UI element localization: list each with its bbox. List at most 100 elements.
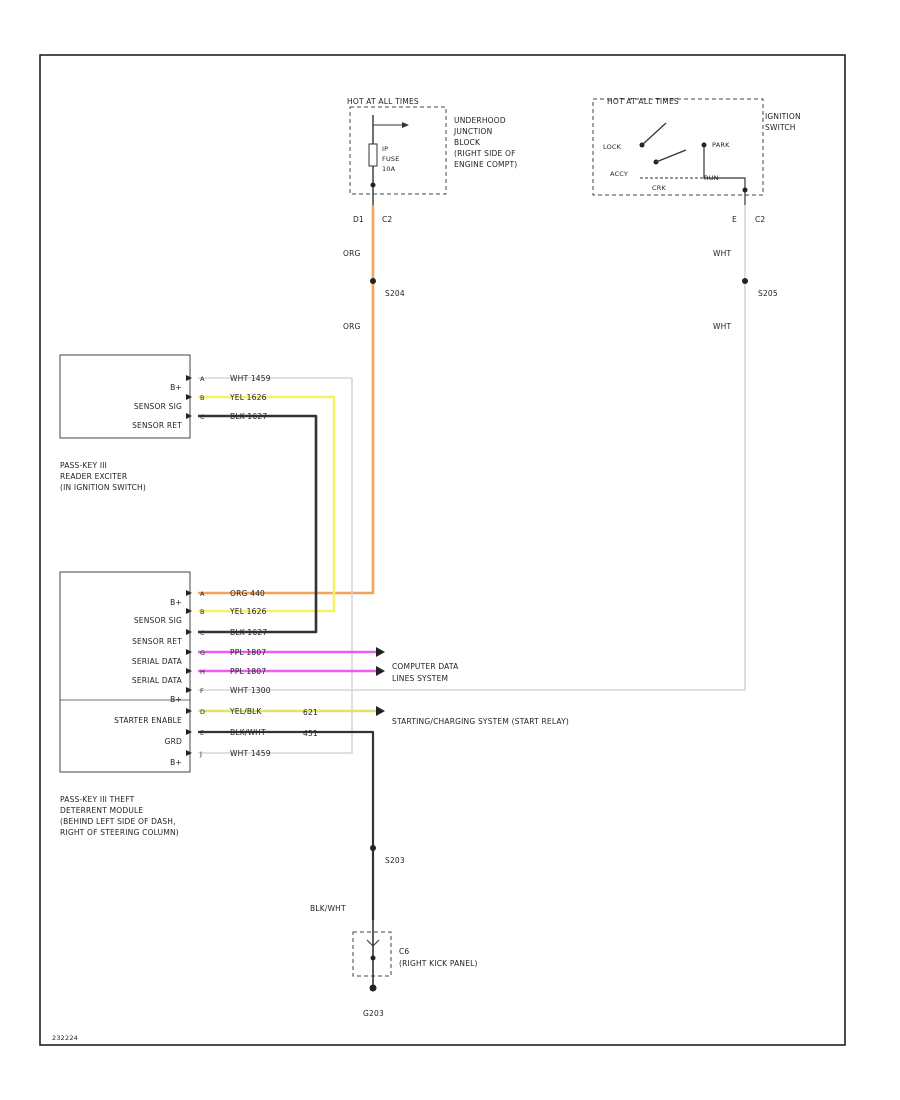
module-pin-wire: PPL 1807: [230, 667, 266, 676]
reader-pin-label: SENSOR SIG: [134, 402, 182, 411]
fuse-symbol: [368, 143, 378, 167]
module-pin-id: E: [200, 729, 204, 737]
ignition-connector: C2: [755, 215, 765, 224]
ignition-position-accy: ACCY: [610, 170, 628, 178]
arrow-serial-data-2: [376, 666, 385, 676]
splice-s205-dot: [742, 278, 748, 284]
module-pin-id: A: [200, 590, 205, 598]
module-pin-id: J: [199, 750, 202, 758]
module-pin-arrow: [186, 629, 192, 635]
module-pin-id: C: [200, 629, 205, 637]
module-pin-id: F: [200, 687, 204, 695]
computer-data-label-1: COMPUTER DATA: [392, 662, 459, 671]
wire-blk-1627: [198, 414, 318, 634]
module-pin-id: B: [200, 608, 205, 616]
starter-circuit-label: 621: [303, 708, 318, 717]
reader-caption-2: READER EXCITER: [60, 472, 127, 481]
module-pin-arrow: [186, 649, 192, 655]
battery-hot-label: HOT AT ALL TIMES: [347, 97, 419, 106]
ground-point: [369, 984, 377, 992]
module-pin-wire: YEL 1626: [229, 607, 267, 616]
org-wire-upper-label: ORG: [343, 249, 361, 258]
ignition-position-lock: LOCK: [603, 143, 622, 151]
wire-wht-ignition: [198, 205, 746, 691]
wire-arrows: [376, 647, 385, 716]
module-pin-arrow: [186, 608, 192, 614]
reader-caption-1: PASS-KEY III: [60, 461, 107, 470]
splice-dots: [370, 278, 748, 851]
module-caption-1: PASS-KEY III THEFT: [60, 795, 135, 804]
ignition-switch-outline: [592, 98, 764, 196]
fuse-terminal-dot: [370, 182, 376, 188]
wire-blk-wht-451: [198, 730, 375, 920]
start-relay-label: STARTING/CHARGING SYSTEM (START RELAY): [392, 717, 569, 726]
bus-arrow-head: [402, 122, 409, 128]
ignition-hot-label: HOT AT ALL TIMES: [607, 97, 679, 106]
ground-connector: [352, 920, 392, 992]
ignition-switch: [592, 98, 764, 205]
ground-circuit-label: 451: [303, 729, 318, 738]
ground-id: G203: [363, 1009, 384, 1018]
module-pin-wire: BLK 1627: [230, 628, 267, 637]
reader-pin-wire: WHT 1459: [230, 374, 271, 383]
splice-s204-dot: [370, 278, 376, 284]
reader-pin-id: C: [200, 413, 205, 421]
module-pin-label: B+: [170, 598, 182, 607]
wire-org-feed: [198, 205, 375, 595]
module-pin-arrow: [186, 687, 192, 693]
ignition-switch-name-1: IGNITION: [765, 112, 801, 121]
ignition-terminal-dot: [742, 187, 748, 193]
module-pin-wire: WHT 1300: [230, 686, 271, 695]
reader-pin-wire: YEL 1626: [229, 393, 267, 402]
reader-caption-3: (IN IGNITION SWITCH): [60, 483, 146, 492]
module-pin-label: B+: [170, 695, 182, 704]
org-wire-lower-label: ORG: [343, 322, 361, 331]
module-pin-label: SENSOR SIG: [134, 616, 182, 625]
module-pin-wire: PPL 1807: [230, 648, 266, 657]
ignition-pin: E: [732, 215, 737, 224]
module-pin-wire: YEL/BLK: [229, 707, 263, 716]
junction-name-3: BLOCK: [454, 138, 481, 147]
module-pin-label: SENSOR RET: [132, 637, 182, 646]
ignition-switch-name-2: SWITCH: [765, 123, 796, 132]
wire-wht-1459: [198, 377, 353, 754]
module-pin-arrow: [186, 750, 192, 756]
fuse-label-3: 10A: [382, 165, 396, 173]
junction-pin: D1: [353, 215, 364, 224]
fuse-label-1: IP: [382, 145, 388, 153]
junction-name-5: ENGINE COMPT): [454, 160, 517, 169]
module-pin-arrow: [186, 590, 192, 596]
module-caption-2: DETERRENT MODULE: [60, 806, 143, 815]
ground-connector-dot: [370, 955, 376, 961]
reader-pin-arrow: [186, 413, 192, 419]
junction-name-1: UNDERHOOD: [454, 116, 506, 125]
module-pin-arrow: [186, 668, 192, 674]
arrow-serial-data-1: [376, 647, 385, 657]
reader-pin-label: SENSOR RET: [132, 421, 182, 430]
diagram-frame: [39, 54, 846, 1046]
junction-name-4: (RIGHT SIDE OF: [454, 149, 516, 158]
module-pin-arrow: [186, 729, 192, 735]
reader-pin-label: B+: [170, 383, 182, 392]
fuse-label-2: FUSE: [382, 155, 400, 163]
module-pin-label: SERIAL DATA: [132, 657, 183, 666]
splice-s203-dot: [370, 845, 376, 851]
ground-connector-location: (RIGHT KICK PANEL): [399, 959, 478, 968]
wires: [198, 205, 746, 920]
reader-pin-wire: BLK 1627: [230, 412, 267, 421]
ground-connector-mark: [366, 939, 380, 947]
underhood-junction-block: [349, 106, 447, 205]
reader-pin-id: B: [200, 394, 205, 402]
ignition-position-park: PARK: [712, 141, 730, 149]
module-pin-wire: ORG 440: [230, 589, 265, 598]
module-pin-id: G: [200, 649, 205, 657]
reader-pin-arrow: [186, 375, 192, 381]
ground-connector-pin: C6: [399, 947, 409, 956]
lock-blade: [641, 122, 667, 146]
wht-wire-upper-label: WHT: [713, 249, 731, 258]
splice-s205: S205: [758, 289, 778, 298]
junction-name-2: JUNCTION: [453, 127, 492, 136]
splice-s203: S203: [385, 856, 405, 865]
